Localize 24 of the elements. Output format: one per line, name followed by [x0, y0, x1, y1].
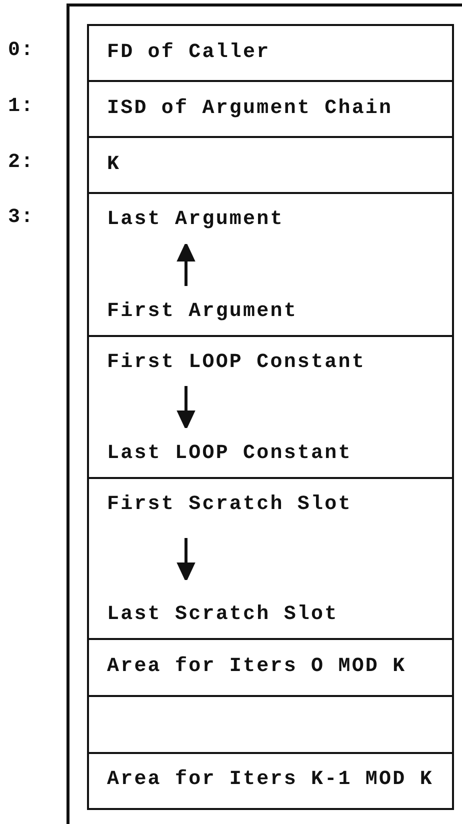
slot-index: 3: — [8, 206, 34, 230]
slot-label: Last Scratch Slot — [107, 602, 338, 626]
memory-slot — [87, 192, 454, 338]
memory-slot — [87, 335, 454, 480]
slot-label: First Scratch Slot — [107, 493, 352, 517]
memory-slot — [87, 752, 454, 810]
slot-label: FD of Caller — [107, 40, 270, 65]
memory-slot — [87, 24, 454, 82]
memory-slot — [87, 695, 454, 754]
memory-slot — [87, 80, 454, 138]
memory-slot — [87, 638, 454, 698]
memory-slot — [87, 477, 454, 640]
slot-index: 0: — [8, 38, 34, 63]
slot-index: 1: — [8, 94, 34, 119]
slot-label: Last LOOP Constant — [107, 442, 352, 466]
slot-label: First LOOP Constant — [107, 351, 366, 375]
slot-label: Area for Iters O MOD K — [107, 655, 406, 680]
slot-label: First Argument — [107, 300, 298, 324]
slot-index: 2: — [8, 150, 34, 175]
slot-label: Area for Iters K-1 MOD K — [107, 768, 434, 792]
slot-label: ISD of Argument Chain — [107, 96, 393, 121]
slot-label: K — [107, 152, 121, 177]
memory-slot — [87, 136, 454, 194]
slot-label: Last Argument — [107, 208, 284, 232]
